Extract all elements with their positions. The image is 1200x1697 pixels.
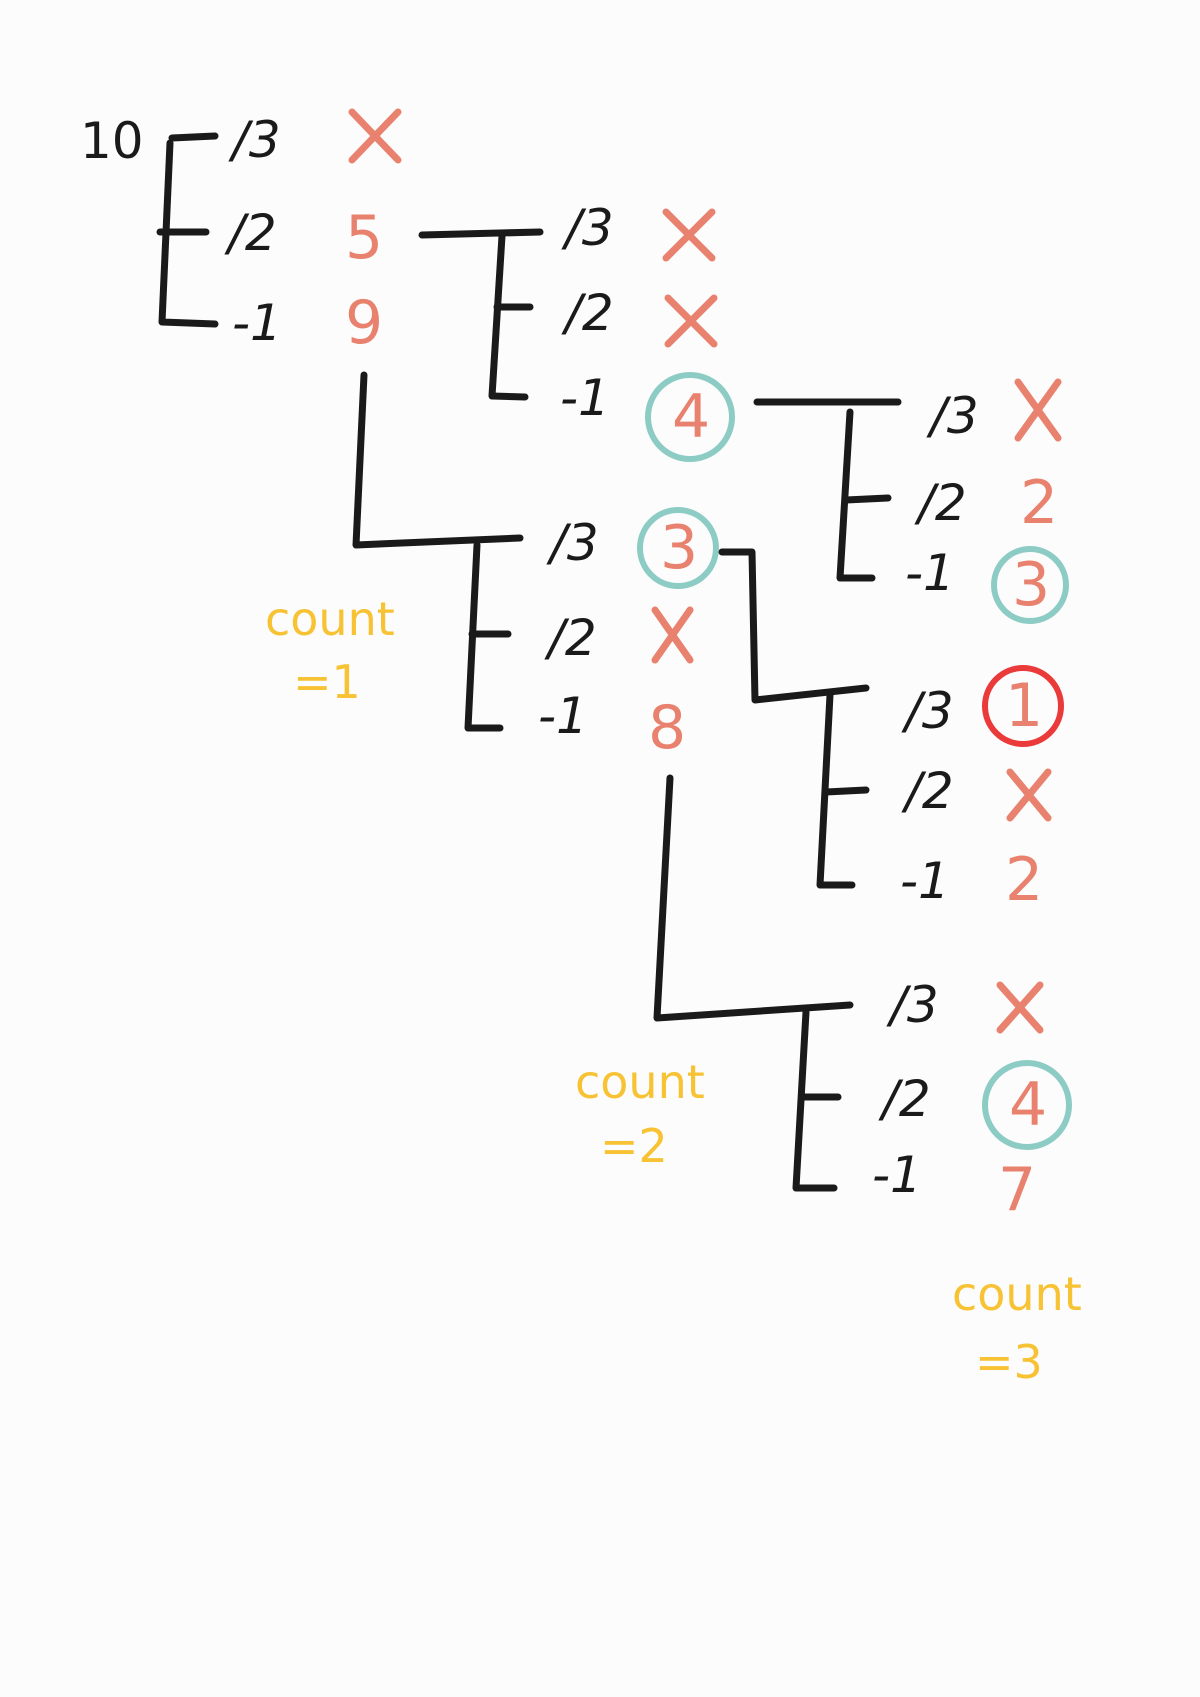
value-4-b: 4 [1009, 1070, 1047, 1140]
op-div2-e: /2 [901, 762, 954, 820]
value-4-a: 4 [672, 382, 710, 452]
op-div2-b: /2 [561, 284, 614, 342]
count-value-1: =1 [293, 655, 361, 709]
cross-icon [1006, 768, 1052, 822]
highlight-ring [982, 1060, 1072, 1150]
op-div2-d: /2 [544, 609, 597, 667]
value-9: 9 [345, 288, 383, 358]
count-label-1: count [265, 592, 395, 646]
highlight-ring [645, 372, 735, 462]
op-div3-e: /3 [901, 682, 954, 740]
op-div3-f: /3 [886, 976, 939, 1034]
value-3-b: 3 [660, 513, 698, 583]
op-div2-f: /2 [878, 1070, 931, 1128]
op-minus1-e: -1 [900, 852, 950, 910]
value-1: 1 [1005, 671, 1043, 741]
op-minus1-f: -1 [872, 1146, 922, 1204]
value-2-a: 2 [1020, 468, 1058, 538]
count-value-2: =2 [600, 1119, 668, 1173]
count-label-3: count [952, 1267, 1082, 1321]
value-8: 8 [648, 693, 686, 763]
root-value: 10 [80, 112, 144, 170]
branch-from-3 [718, 548, 870, 889]
cross-icon [1014, 378, 1062, 442]
count-value-3: =3 [975, 1335, 1043, 1389]
op-minus1-b: -1 [560, 369, 610, 427]
cross-icon [662, 208, 716, 262]
cross-icon [651, 606, 694, 664]
op-div3-c: /3 [926, 387, 979, 445]
cross-icon [348, 108, 402, 164]
op-div3-b: /3 [561, 199, 614, 257]
cross-icon [996, 981, 1044, 1034]
branch-from-8 [653, 774, 854, 1192]
branch-from-5 [418, 228, 544, 401]
value-5: 5 [345, 203, 383, 273]
value-3-a: 3 [1012, 550, 1050, 620]
branch-root [156, 132, 219, 328]
answer-ring [982, 665, 1064, 747]
value-2-b: 2 [1005, 845, 1043, 915]
cross-icon [664, 294, 718, 348]
op-minus1-c: -1 [905, 544, 955, 602]
op-div3-d: /3 [546, 514, 599, 572]
op-div3-a: /3 [228, 111, 281, 169]
count-label-2: count [575, 1055, 705, 1109]
branch-from-9 [352, 371, 524, 732]
op-div2-c: /2 [914, 474, 967, 532]
op-div2-a: /2 [224, 204, 277, 262]
highlight-ring [637, 507, 719, 589]
branch-from-4 [753, 398, 902, 582]
op-minus1-d: -1 [538, 687, 588, 745]
op-minus1-a: -1 [232, 294, 282, 352]
highlight-ring [991, 546, 1069, 624]
value-7: 7 [998, 1155, 1036, 1225]
